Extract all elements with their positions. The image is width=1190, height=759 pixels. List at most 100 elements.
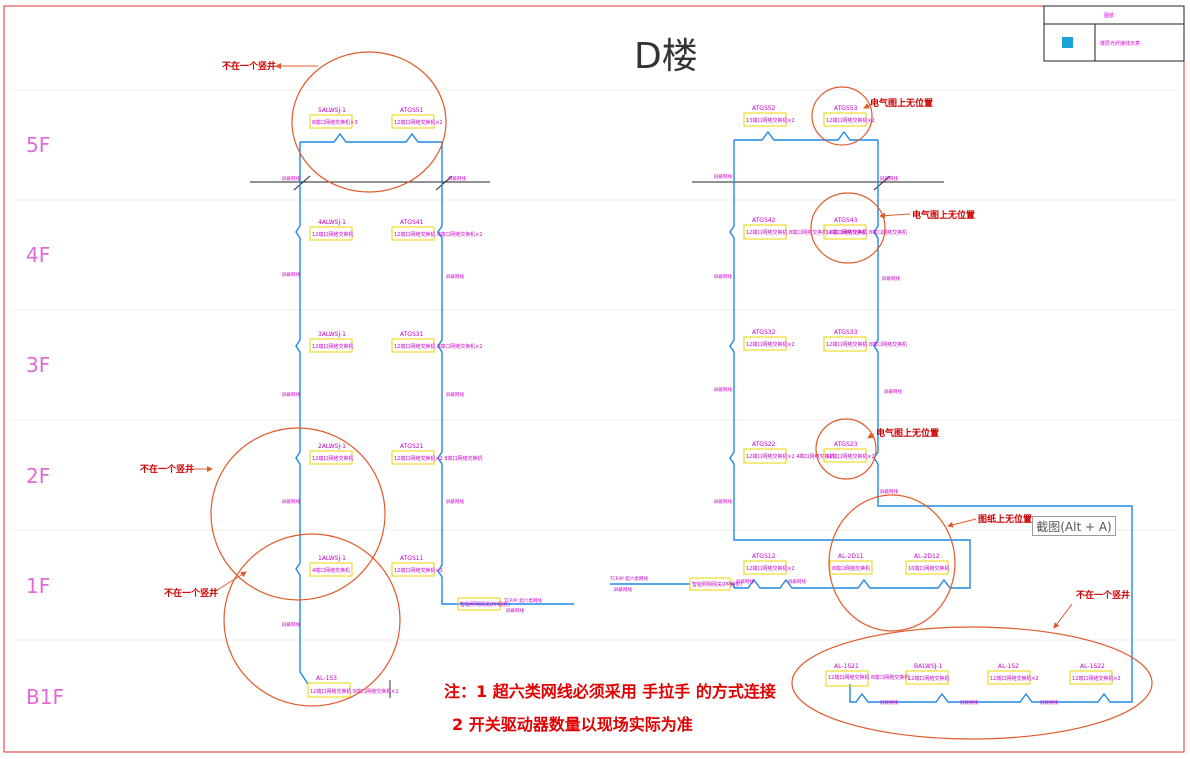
wire-label: 屏蔽网线 (880, 175, 898, 182)
right-wiring (610, 130, 1133, 703)
device-spec: 16端口网络交换机 (908, 565, 949, 572)
device-spec: 13端口网络交换机×2 (746, 117, 795, 124)
note-line-1: 注：1 超六类网线必须采用 手拉手 的方式连接 (444, 682, 776, 701)
wire-labels: 屏蔽网线 屏蔽网线 屏蔽网线 屏蔽网线 屏蔽网线 屏蔽网线 屏蔽网线 屏蔽网线 … (282, 173, 1058, 706)
annotation-no-position: 电气图上无位置 (876, 427, 939, 439)
device-spec: 12端口网络交换机 8端口网络交换机×2 (394, 231, 483, 238)
markup-arrow (879, 212, 911, 219)
markup-arrow (213, 571, 247, 593)
annotation-no-position-drawing: 图纸上无位置 (978, 513, 1032, 525)
device-box (307, 682, 351, 698)
title-block-line2: 楼层光纤接线示意 (1100, 40, 1140, 47)
wire-label: 屏蔽网线 (282, 391, 300, 398)
cut-mark (873, 175, 891, 191)
wire-label: 屏蔽网线 (282, 271, 300, 278)
markup-circle (828, 494, 956, 632)
annotation-no-position: 电气图上无位置 (912, 209, 975, 221)
wire-label: 屏蔽网线 (282, 621, 300, 628)
wire-label: 屏蔽网线 (714, 273, 732, 280)
floor-label-4f: 4F (26, 243, 50, 267)
gateway-label: 智能照明网关(PP服务) (692, 581, 742, 588)
device-spec: 12端口网络交换机×2 (746, 341, 795, 348)
device-box (823, 112, 867, 127)
device-spec: 12端口网络交换机 (312, 455, 353, 462)
wire-label: 屏蔽网线 (736, 578, 754, 585)
device-box (391, 450, 435, 465)
device-spec: 8端口网络交换机×3 (312, 119, 358, 126)
device-name: 3ALWSJ-1 (318, 331, 346, 338)
wire-label: 屏蔽网线 (448, 175, 466, 182)
device-box (743, 336, 787, 351)
floor-label-b1f: B1F (26, 685, 64, 709)
wire-label: 屏蔽网线 (714, 498, 732, 505)
device-spec: 12端口网络交换机 (312, 231, 353, 238)
device-name: AL-2D11 (838, 553, 864, 560)
device-spec: 12端口网络交换机 8端口网络交换机×2 (310, 688, 399, 695)
device-box (309, 226, 353, 241)
annotation-not-same-shaft: 不在一个竖井 (140, 463, 194, 475)
device-box (391, 562, 435, 577)
drawing-frame (3, 5, 1185, 753)
wire-label: 屏蔽网线 (446, 498, 464, 505)
device-name: ATGS22 (752, 441, 776, 448)
markup-circle (791, 626, 1153, 740)
wire-label: 屏蔽网线 (1040, 699, 1058, 706)
gateway-label: 智能照明网关(PP服务) (460, 601, 510, 608)
wire-label: 屏蔽网线 (882, 275, 900, 282)
cut-mark (293, 175, 311, 191)
device-name: AL-2D12 (914, 553, 940, 560)
device-name: ATGS53 (834, 105, 858, 112)
left-devices: 5ALWSJ-1 8端口网络交换机×3 ATGS51 12端口网络交换机×2 4… (307, 107, 542, 698)
diagram-title: D楼 (634, 36, 698, 77)
device-name: BALWSJ-1 (914, 663, 942, 670)
device-name: AL-1S2 (998, 663, 1019, 670)
device-name: ATGS42 (752, 217, 776, 224)
device-name: 5ALWSJ-1 (318, 107, 346, 114)
device-name: 4ALWSJ-1 (318, 219, 346, 226)
markup-circle (810, 192, 886, 264)
cut-mark (435, 175, 453, 191)
device-spec: 12端口网络交换机 (908, 675, 949, 682)
device-name: ATGS21 (400, 443, 424, 450)
device-name: AL-1S21 (834, 663, 859, 670)
device-name: AL-1S3 (316, 675, 337, 682)
wire-label: 屏蔽网线 (446, 273, 464, 280)
device-spec: 12端口网络交换机×2 (746, 565, 795, 572)
uplink-label: TCP/IP 超六类网线 (503, 597, 542, 604)
title-block: 图纸 楼层光纤接线示意 (1043, 5, 1185, 62)
device-spec: 12端口网络交换机 8端口网络交换机×2 (394, 343, 483, 350)
device-name: ATGS51 (400, 107, 424, 114)
device-box (823, 448, 867, 463)
device-box (309, 338, 353, 353)
wire-label: 屏蔽网线 (880, 488, 898, 495)
markup-circle (815, 418, 877, 480)
review-markups: 不在一个竖井 不在一个竖井 不在一个竖井 电气图上无位置 电气图上无位置 电气图… (140, 51, 1153, 740)
floor-label-5f: 5F (26, 133, 50, 157)
markup-circle (223, 533, 401, 707)
device-box (825, 670, 869, 687)
device-box (309, 114, 353, 129)
device-name: ATGS33 (834, 329, 858, 336)
device-name: ATGS32 (752, 329, 776, 336)
device-name: AL-1S22 (1080, 663, 1105, 670)
annotation-not-same-shaft: 不在一个竖井 (1076, 589, 1130, 601)
uplink-sub: 屏蔽网线 (614, 586, 632, 593)
uplink-sub: 屏蔽网线 (506, 607, 524, 614)
device-spec: 12端口网络交换机×2 (826, 453, 875, 460)
device-spec: 12端口网络交换机×3 (394, 567, 443, 574)
floor-label-2f: 2F (26, 464, 50, 488)
wire-label: 屏蔽网线 (282, 498, 300, 505)
markup-arrow (863, 103, 873, 109)
wire-label: 屏蔽网线 (714, 173, 732, 180)
title-block-header: 图纸 (1104, 12, 1114, 19)
wire-label: 屏蔽网线 (880, 699, 898, 706)
device-spec: 12端口网络交换机×2 (394, 119, 443, 126)
annotation-not-same-shaft: 不在一个竖井 (222, 60, 276, 72)
device-name: ATGS12 (752, 553, 776, 560)
device-spec: 12端口网络交换机×2 (1072, 675, 1121, 682)
device-name: ATGS11 (400, 555, 424, 562)
device-spec: 12端口网络交换机×2 4端口网络交换机 (746, 453, 835, 460)
markup-arrow (1053, 603, 1073, 629)
markup-circle (811, 86, 873, 146)
note-line-2: 2 开关驱动器数量以现场实际为准 (452, 715, 693, 734)
